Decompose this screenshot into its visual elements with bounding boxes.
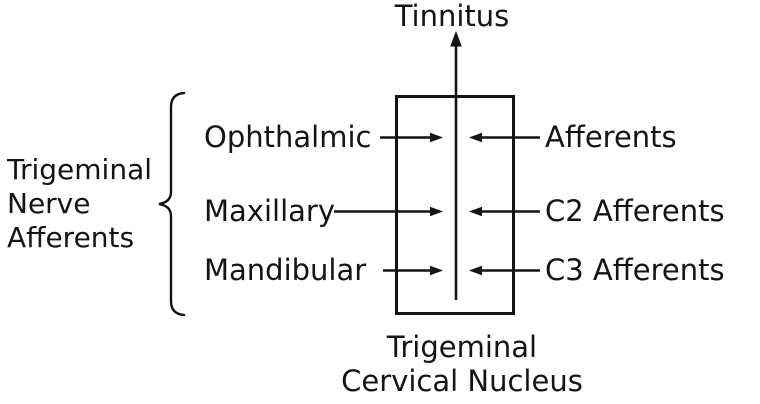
ophthalmic-arrowhead — [430, 132, 443, 143]
afferents-label: Afferents — [545, 120, 677, 154]
output-arrowhead — [450, 31, 462, 47]
maxillary-arrowhead — [430, 206, 443, 217]
nucleus-label-line: Trigeminal — [386, 330, 538, 364]
tinnitus-label: Tinnitus — [394, 0, 510, 33]
c3-afferents-label: C3 Afferents — [545, 253, 725, 287]
nucleus-label: Trigeminal Cervical Nucleus — [341, 330, 583, 398]
mandibular-label: Mandibular — [204, 253, 367, 287]
ophthalmic-label: Ophthalmic — [204, 120, 372, 154]
left-group-label-line: Trigeminal — [7, 153, 153, 186]
c2-afferents-arrowhead — [469, 206, 482, 217]
afferents-arrowhead — [469, 132, 482, 143]
left-group-label: Trigeminal Nerve Afferents — [7, 153, 152, 255]
maxillary-label: Maxillary — [204, 194, 335, 228]
c2-afferents-label: C2 Afferents — [545, 194, 725, 228]
mandibular-arrowhead — [430, 265, 443, 276]
c3-afferents-arrowhead — [469, 265, 482, 276]
left-group-label-line: Nerve — [7, 187, 91, 220]
brace-icon — [158, 91, 186, 317]
nucleus-label-line: Cervical Nucleus — [341, 364, 583, 398]
left-group-label-line: Afferents — [7, 221, 135, 254]
